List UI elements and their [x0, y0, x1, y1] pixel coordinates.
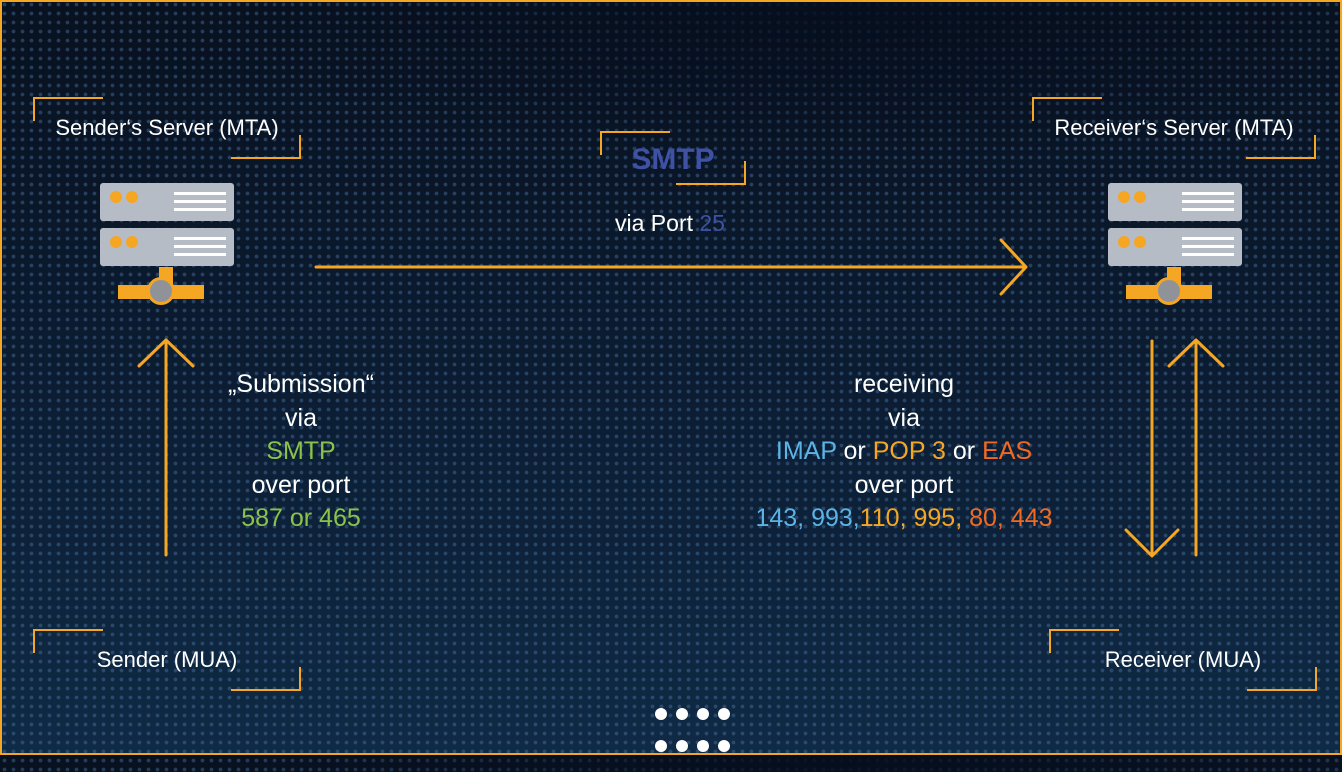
- submission-title: „Submission“: [228, 370, 374, 398]
- receiving-over-port: over port: [854, 470, 954, 499]
- transfer-port-text: via Port 25: [540, 210, 800, 237]
- submission-protocol: SMTP: [266, 437, 336, 465]
- receiving-title: receiving: [853, 370, 955, 398]
- arrow-up-icon: [137, 338, 195, 557]
- arrow-right-icon: [314, 238, 1028, 296]
- via-port-label: via Port: [615, 210, 693, 236]
- dots-logo-icon: [650, 708, 734, 772]
- submission-text: „Submission“ via SMTP over port 587 or 4…: [170, 368, 432, 536]
- server-icon: [100, 183, 234, 313]
- protocol-imap: IMAP: [775, 437, 837, 465]
- sender-client-title: Sender (MUA): [96, 647, 238, 672]
- receiver-server-label: Receiver‘s Server (MTA): [1032, 97, 1316, 159]
- smtp-transfer-box: [600, 131, 746, 185]
- submission-over-port: over port: [251, 470, 351, 499]
- or-text: or: [843, 437, 866, 465]
- ports-pop3: 110, 995,: [859, 504, 963, 532]
- arrow-down-icon: [1124, 339, 1180, 558]
- protocol-eas: EAS: [982, 437, 1033, 465]
- sender-server-title: Sender‘s Server (MTA): [55, 115, 279, 140]
- protocol-pop3: POP 3: [872, 437, 946, 465]
- sender-client-label: Sender (MUA): [33, 629, 301, 691]
- receiver-server-title: Receiver‘s Server (MTA): [1054, 115, 1294, 140]
- receiving-protocols: IMAP or POP 3 or EAS: [700, 435, 1108, 469]
- submission-ports: 587 or 465: [241, 504, 361, 532]
- ports-imap: 143, 993,: [755, 504, 860, 532]
- receiving-via: via: [888, 403, 920, 432]
- flow-arrows: [137, 238, 1225, 558]
- ports-eas: 80, 443: [969, 504, 1053, 532]
- receiving-text: receiving via IMAP or POP 3 or EAS over …: [700, 368, 1108, 536]
- smtp-transfer-title: SMTP: [631, 143, 715, 176]
- submission-via: via: [285, 403, 317, 432]
- server-icon: [1108, 183, 1242, 313]
- receiving-ports: 143, 993,110, 995, 80, 443: [700, 502, 1108, 536]
- receiver-client-title: Receiver (MUA): [1104, 647, 1262, 672]
- transfer-port-number: 25: [699, 210, 725, 236]
- receiver-client-label: Receiver (MUA): [1049, 629, 1317, 691]
- arrow-up-icon: [1167, 338, 1225, 557]
- or-text: or: [952, 437, 976, 465]
- sender-server-label: Sender‘s Server (MTA): [33, 97, 301, 159]
